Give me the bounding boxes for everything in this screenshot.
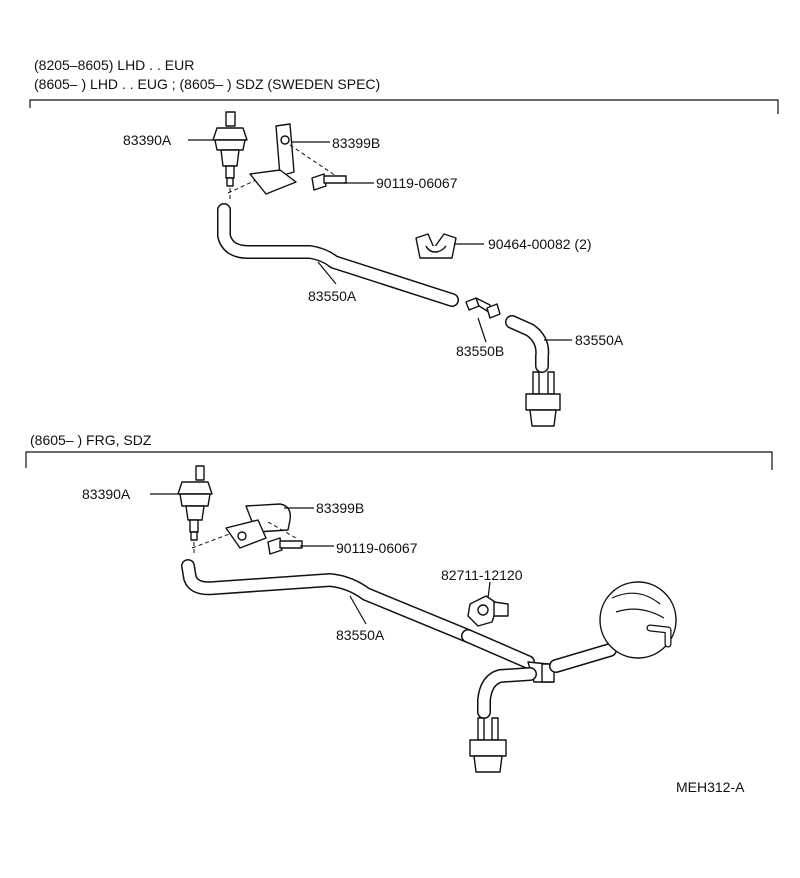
bottom-section-bracket-line: [25, 451, 773, 470]
top-header-line-1: (8205–8605) LHD . . EUR: [34, 57, 194, 73]
label-bottom-83390a: 83390A: [82, 486, 131, 502]
bracket-bottom: [225, 503, 291, 549]
brake-booster-bottom: [599, 581, 677, 659]
leader-top-joint: [477, 317, 487, 343]
label-bottom-83550a: 83550A: [336, 627, 385, 643]
hose-clamp-top: [415, 233, 457, 259]
label-top-90464: 90464-00082 (2): [488, 236, 592, 252]
figure-code: MEH312-A: [676, 779, 745, 795]
top-section-bracket-line: [29, 99, 779, 114]
bolt-top: [311, 173, 347, 191]
top-header-line-2: (8605– ) LHD . . EUG ; (8605– ) SDZ (SWE…: [34, 76, 380, 92]
label-bottom-82711: 82711-12120: [441, 567, 523, 583]
vacuum-connector-bottom: [469, 717, 507, 773]
bottom-bolt-dash: [267, 521, 297, 539]
bolt-bottom: [267, 537, 303, 555]
label-top-83390a: 83390A: [123, 132, 172, 148]
bottom-header-line-1: (8605– ) FRG, SDZ: [30, 432, 152, 448]
vacuum-sensor-bottom: [177, 465, 213, 541]
label-top-83550a: 83550A: [308, 288, 357, 304]
bracket-top: [249, 123, 297, 195]
leader-top-hose-main: [317, 261, 337, 285]
label-top-90119: 90119-06067: [376, 175, 458, 191]
label-top-83550a-end: 83550A: [575, 332, 624, 348]
vacuum-sensor-top: [212, 111, 248, 187]
label-top-83550b: 83550B: [456, 343, 504, 359]
hose-joint-top: [465, 297, 501, 319]
top-bolt-dash: [289, 144, 337, 177]
label-top-83399b: 83399B: [332, 135, 380, 151]
hose-clamp-bottom: [467, 595, 509, 627]
label-bottom-90119: 90119-06067: [336, 540, 418, 556]
leader-bottom-hose-main: [349, 595, 367, 625]
vacuum-connector-top: [525, 371, 561, 427]
leader-bottom-clamp: [487, 581, 491, 599]
label-bottom-83399b: 83399B: [316, 500, 364, 516]
